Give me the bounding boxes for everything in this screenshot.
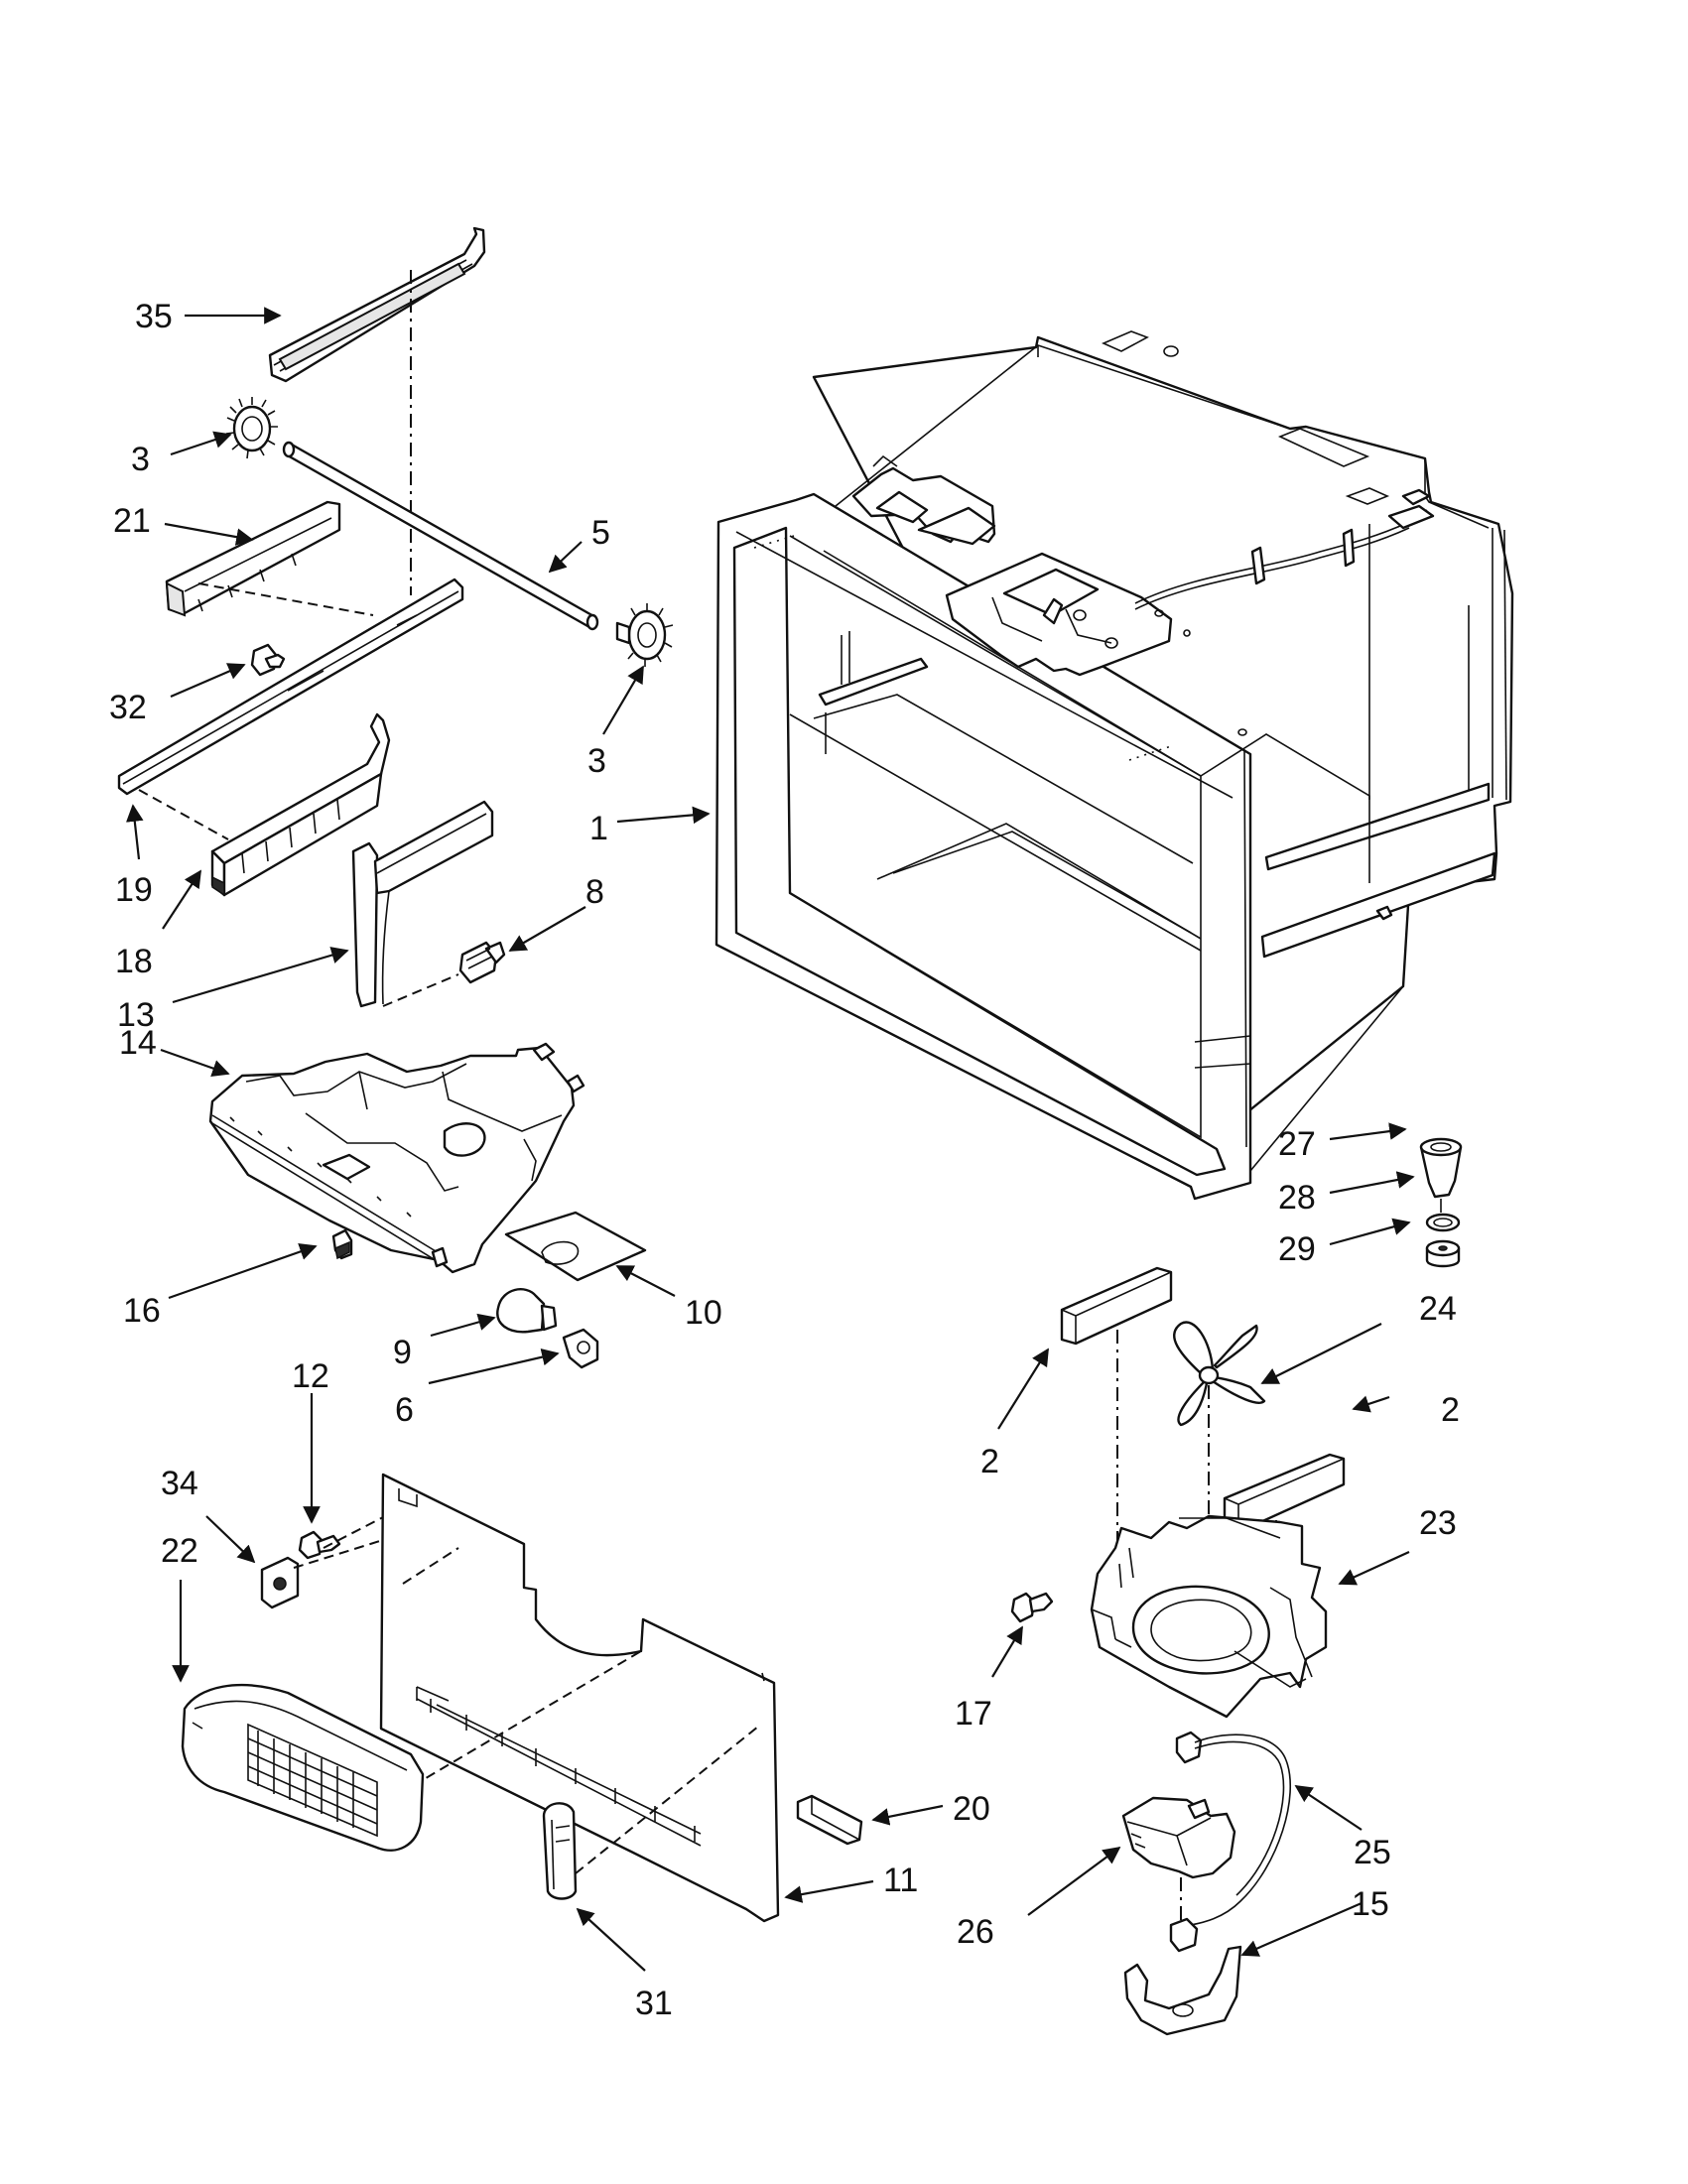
leader-lines	[126, 307, 1415, 1972]
callout-35: 35	[135, 298, 173, 335]
part-14-tray	[208, 1042, 585, 1274]
callout-15: 15	[1352, 1885, 1389, 1923]
part-3-gear-lower	[615, 603, 674, 667]
callout-29: 29	[1278, 1230, 1316, 1268]
callout-3-lower: 3	[587, 742, 606, 780]
callout-32: 32	[109, 689, 147, 726]
callout-3-upper: 3	[131, 441, 150, 478]
part-3-gear-upper	[225, 397, 278, 459]
callout-8: 8	[585, 873, 604, 911]
callout-25: 25	[1354, 1834, 1391, 1871]
callout-1: 1	[589, 810, 608, 847]
callout-12: 12	[292, 1357, 329, 1395]
callout-14: 14	[119, 1024, 157, 1062]
callout-21: 21	[113, 502, 151, 540]
callout-20: 20	[953, 1790, 990, 1828]
part-35-rail	[268, 226, 486, 383]
part-27-grommet	[1419, 1137, 1463, 1199]
callout-23: 23	[1419, 1504, 1457, 1542]
part-28-ring	[1425, 1213, 1461, 1232]
callout-27: 27	[1278, 1125, 1316, 1163]
part-15-bracket	[1123, 1917, 1242, 2036]
part-11-panel	[379, 1473, 780, 1923]
part-20-strip	[796, 1794, 863, 1846]
callout-31: 31	[635, 1985, 673, 2022]
callout-34: 34	[161, 1465, 198, 1502]
part-24-fan-blade	[1172, 1321, 1266, 1427]
callout-28: 28	[1278, 1179, 1316, 1217]
part-25-motor-wire	[1175, 1731, 1291, 1926]
callout-17: 17	[955, 1695, 992, 1733]
part-31-cover	[542, 1802, 578, 1900]
callout-9: 9	[393, 1334, 412, 1371]
part-2-pad-upper	[1060, 1266, 1173, 1346]
part-32-screw	[250, 643, 286, 677]
callout-24: 24	[1419, 1290, 1457, 1328]
part-6-clip	[562, 1328, 599, 1369]
part-9-bulb	[496, 1288, 558, 1334]
callout-11: 11	[883, 1862, 918, 1899]
part-29-cap	[1425, 1239, 1461, 1268]
callout-5: 5	[591, 514, 610, 552]
part-10-label	[504, 1211, 647, 1282]
callout-6: 6	[395, 1391, 414, 1429]
part-12-screw	[298, 1530, 341, 1560]
callout-2-right: 2	[1441, 1391, 1460, 1429]
part-16-clip	[331, 1228, 353, 1260]
part-26-motor	[1121, 1796, 1236, 1879]
part-18-bracket	[210, 712, 391, 897]
part-13-panel	[351, 800, 494, 1008]
callout-13: 13	[117, 996, 155, 1034]
callout-19: 19	[115, 871, 153, 909]
part-5-rod	[282, 441, 599, 631]
part-17-screw	[1010, 1592, 1054, 1623]
part-23-shroud	[1090, 1514, 1328, 1719]
part-19-slide-rail	[117, 578, 464, 796]
callout-26: 26	[957, 1913, 994, 1951]
callout-16: 16	[123, 1292, 161, 1330]
part-8-socket	[458, 941, 506, 984]
part-22-grille	[181, 1683, 425, 1852]
callout-labels: 35 3 21 5 3 32 1 19 8 18 13 14 27 28 29 …	[109, 298, 1460, 2022]
part-21-bracket	[165, 500, 341, 617]
callout-22: 22	[161, 1532, 198, 1570]
callout-2-left: 2	[980, 1443, 999, 1480]
part-34-bracket	[260, 1556, 300, 1609]
callout-10: 10	[685, 1294, 722, 1332]
callout-18: 18	[115, 943, 153, 980]
part-1-freezer-liner	[714, 330, 1514, 1201]
